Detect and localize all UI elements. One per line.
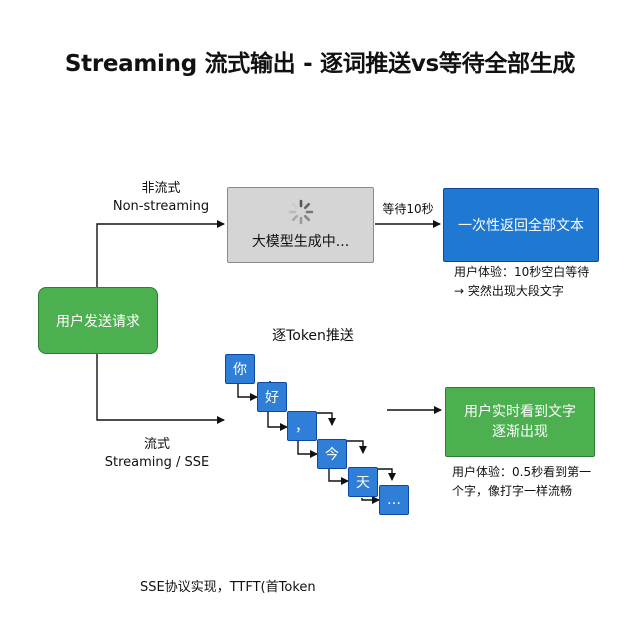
- page-title: Streaming 流式输出 - 逐词推送vs等待全部生成: [64, 51, 576, 77]
- loading-spinner-icon: [288, 199, 313, 225]
- token-box-2: 好: [257, 382, 287, 412]
- token-text-1: 你: [233, 362, 247, 378]
- streaming-label-en: Streaming / SSE: [104, 455, 210, 470]
- token-step-4: [328, 469, 349, 485]
- realtime-result-line-2: 逐渐出现: [492, 424, 548, 440]
- full-text-result-box: 一次性返回全部文本: [443, 188, 599, 262]
- streaming-note: 用户体验：0.5秒看到第一 个字，像打字一样流畅: [452, 463, 591, 501]
- token-step-1: [237, 384, 258, 401]
- token-box-1: 你: [225, 354, 255, 384]
- token-step-3: [297, 441, 318, 458]
- footer-fade-overlay: [360, 570, 470, 600]
- token-text-6: …: [387, 492, 401, 508]
- non-streaming-label-en: Non-streaming: [112, 199, 210, 214]
- arrow-to-tokens: [96, 354, 225, 424]
- token-box-4: 今: [317, 439, 347, 469]
- token-text-4: 今: [325, 447, 339, 463]
- non-streaming-note-line-1: 用户体验：10秒空白等待: [454, 265, 590, 279]
- streaming-label-cn: 流式: [143, 437, 170, 452]
- full-text-result-label: 一次性返回全部文本: [458, 218, 584, 234]
- token-box-6: …: [379, 485, 409, 515]
- non-streaming-note-line-2: → 突然出现大段文字: [454, 284, 564, 298]
- realtime-text-result-box: 用户实时看到文字 逐渐出现: [445, 387, 595, 457]
- request-box: 用户发送请求: [38, 287, 158, 354]
- token-step-5: [361, 496, 380, 504]
- arrow-to-process: [96, 220, 225, 287]
- token-text-5: 天: [356, 475, 370, 491]
- wait-label: 等待10秒: [382, 202, 434, 216]
- token-push-label: 逐Token推送: [272, 328, 354, 344]
- token-text-3: ，: [295, 419, 309, 435]
- model-generating-box: 大模型生成中...: [227, 187, 374, 263]
- non-streaming-label: 非流式 Non-streaming: [96, 180, 226, 216]
- realtime-result-line-1: 用户实时看到文字: [464, 404, 576, 420]
- token-box-5: 天: [348, 467, 378, 497]
- request-box-label: 用户发送请求: [56, 313, 140, 330]
- token-text-2: 好: [265, 390, 279, 406]
- streaming-note-line-1: 用户体验：0.5秒看到第一: [452, 465, 592, 479]
- footer-text: SSE协议实现，TTFT(首Token: [140, 580, 316, 595]
- streaming-note-line-2: 个字，像打字一样流畅: [452, 484, 573, 498]
- non-streaming-note: 用户体验：10秒空白等待 → 突然出现大段文字: [454, 263, 589, 301]
- streaming-label: 流式 Streaming / SSE: [92, 436, 222, 472]
- token-box-3: ，: [287, 411, 317, 441]
- model-generating-label: 大模型生成中...: [251, 234, 350, 250]
- non-streaming-label-cn: 非流式: [141, 181, 181, 196]
